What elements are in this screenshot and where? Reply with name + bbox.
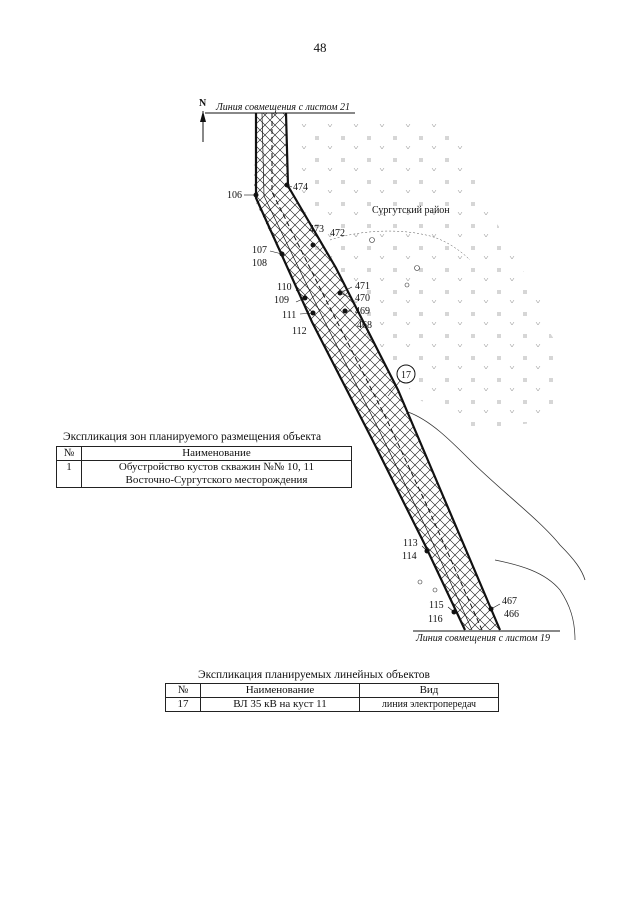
point-label-471: 471 (355, 281, 370, 292)
point-label-467: 467 (502, 596, 517, 607)
point-label-112: 112 (292, 326, 307, 337)
linear-table: № Наименование Вид 17 ВЛ 35 кВ на куст 1… (165, 683, 499, 712)
point-label-474: 474 (293, 182, 308, 193)
point-label-470: 470 (355, 293, 370, 304)
linear-col-name: Наименование (200, 683, 360, 698)
zones-row-name: Обустройство кустов скважин №№ 10, 11 Во… (81, 460, 352, 488)
north-label: N (199, 98, 207, 109)
river-bank-2 (494, 559, 576, 641)
point-label-111: 111 (282, 310, 296, 321)
point-label-114: 114 (402, 551, 417, 562)
linear-row-name: ВЛ 35 кВ на куст 11 (200, 697, 360, 712)
linear-table-caption: Экспликация планируемых линейных объекто… (198, 669, 430, 681)
point-label-473: 473 (309, 224, 324, 235)
zones-col-name: Наименование (81, 446, 352, 461)
top-match-label: Линия совмещения с листом 21 (215, 102, 350, 113)
zones-col-num: № (56, 446, 82, 461)
zones-table: № Наименование 1 Обустройство кустов скв… (56, 446, 352, 488)
point-label-116: 116 (428, 614, 443, 625)
page-number: 48 (313, 40, 327, 55)
north-arrow-icon (200, 111, 206, 142)
point-label-108: 108 (252, 258, 267, 269)
planned-zone-hatch (254, 113, 500, 630)
table-row: 17 ВЛ 35 кВ на куст 11 линия электропере… (165, 697, 499, 712)
point-label-113: 113 (403, 538, 418, 549)
parallel-line (261, 112, 473, 631)
point-label-115: 115 (429, 600, 444, 611)
zones-row-num: 1 (56, 460, 82, 488)
point-label-466: 466 (504, 609, 519, 620)
linear-table-header-row: № Наименование Вид (165, 683, 499, 698)
zones-row-name-line1: Обустройство кустов скважин №№ 10, 11 (118, 461, 315, 473)
river-bank (407, 411, 586, 581)
object-marker-leader (387, 380, 401, 397)
bottom-match-label: Линия совмещения с листом 19 (415, 633, 550, 644)
terrain-circles (369, 237, 438, 593)
marsh-area (300, 118, 560, 430)
point-label-468: 468 (357, 320, 372, 331)
zone-boundary-right (284, 112, 502, 631)
point-label-107: 107 (252, 245, 267, 256)
point-label-472: 472 (330, 228, 345, 239)
leader-lines (244, 184, 501, 613)
point-label-109: 109 (274, 295, 289, 306)
point-label-110: 110 (277, 282, 292, 293)
district-label: Сургутский район (372, 205, 450, 216)
point-label-469: 469 (355, 306, 370, 317)
zone-boundary-left (254, 113, 466, 631)
object-marker-label: 17 (401, 370, 411, 381)
object-marker-circle (396, 364, 416, 384)
zones-table-header-row: № Наименование (56, 446, 352, 461)
linear-col-type: Вид (359, 683, 499, 698)
linear-row-num: 17 (165, 697, 201, 712)
contour-line (329, 230, 471, 261)
zones-table-caption: Экспликация зон планируемого размещения … (63, 431, 322, 443)
linear-col-num: № (165, 683, 201, 698)
point-label-106: 106 (227, 190, 242, 201)
zones-row-name-line2: Восточно-Сургутского месторождения (125, 474, 308, 486)
power-line-axis (271, 113, 483, 631)
linear-row-type: линия электропередач (359, 697, 499, 712)
table-row: 1 Обустройство кустов скважин №№ 10, 11 … (56, 460, 352, 488)
